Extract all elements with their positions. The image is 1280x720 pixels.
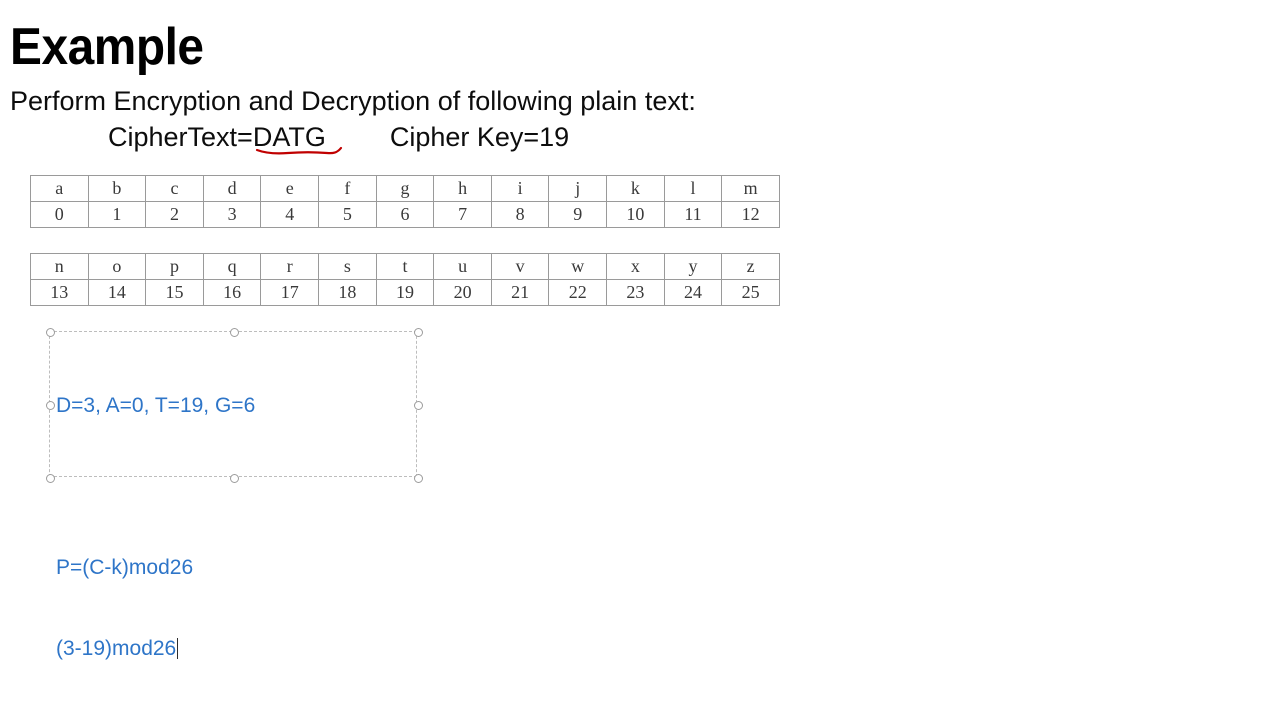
table-cell-letter: a — [30, 175, 89, 202]
table-cell-letter: j — [548, 175, 608, 202]
table-cell-number: 6 — [375, 201, 435, 228]
answer-textbox[interactable]: D=3, A=0, T=19, G=6 P=(C-k)mod26 (3-19)m… — [45, 327, 423, 660]
table-cell-letter: d — [202, 175, 262, 202]
table-cell-letter: u — [433, 253, 492, 280]
ciphertext-value: CipherText=DATG — [108, 122, 326, 152]
table-cell-number: 2 — [145, 201, 204, 228]
table-cell-number: 18 — [318, 279, 377, 306]
table-cell-number: 14 — [87, 279, 147, 306]
table-cell-letter: y — [663, 253, 723, 280]
table-cell-letter: m — [721, 175, 780, 202]
table-cell-letter: i — [490, 175, 550, 202]
answer-textbox-content[interactable]: D=3, A=0, T=19, G=6 P=(C-k)mod26 (3-19)m… — [56, 338, 412, 716]
table-row-letters: a b c d e f g h i j k l m — [30, 175, 780, 202]
answer-line-letter-values: D=3, A=0, T=19, G=6 — [56, 394, 256, 417]
table-cell-letter: s — [318, 253, 377, 280]
resize-handle-middle-right[interactable] — [413, 400, 423, 410]
page-title: Example — [10, 18, 204, 76]
table-cell-letter: o — [87, 253, 147, 280]
table-cell-number: 7 — [433, 201, 492, 228]
table-cell-number: 1 — [87, 201, 147, 228]
resize-handle-bottom-left[interactable] — [45, 473, 55, 483]
text-cursor-caret — [177, 638, 179, 659]
table-cell-letter: v — [490, 253, 550, 280]
table-cell-letter: x — [606, 253, 665, 280]
table-cell-letter: q — [202, 253, 262, 280]
table-cell-number: 11 — [663, 201, 723, 228]
answer-line-substitution: (3-19)mod26 — [56, 635, 412, 662]
table-cell-number: 9 — [548, 201, 608, 228]
table-cell-number: 20 — [433, 279, 492, 306]
cipherkey-value: Cipher Key=19 — [389, 122, 570, 152]
table-cell-letter: l — [663, 175, 723, 202]
table-cell-number: 4 — [260, 201, 320, 228]
table-cell-letter: z — [721, 253, 780, 280]
resize-handle-bottom-right[interactable] — [413, 473, 423, 483]
resize-handle-top-left[interactable] — [45, 327, 55, 337]
table-cell-number: 10 — [606, 201, 665, 228]
cipher-parameters-line: CipherText=DATG Cipher Key=19 — [108, 120, 569, 154]
table-cell-number: 15 — [145, 279, 204, 306]
alphabet-index-table-2: n o p q r s t u v w x y z 13 14 15 16 17… — [30, 253, 780, 306]
answer-line-formula: P=(C-k)mod26 — [56, 556, 194, 579]
table-cell-number: 16 — [202, 279, 262, 306]
table-cell-letter: t — [375, 253, 435, 280]
table-row-numbers: 0 1 2 3 4 5 6 7 8 9 10 11 12 — [30, 201, 780, 228]
table-cell-number: 21 — [490, 279, 550, 306]
alphabet-index-table-1: a b c d e f g h i j k l m 0 1 2 3 4 5 6 … — [30, 175, 780, 228]
table-cell-letter: w — [548, 253, 608, 280]
table-cell-letter: g — [375, 175, 435, 202]
resize-handle-top-right[interactable] — [413, 327, 423, 337]
table-cell-letter: r — [260, 253, 320, 280]
table-cell-letter: f — [318, 175, 377, 202]
table-cell-letter: n — [30, 253, 89, 280]
table-cell-number: 0 — [30, 201, 89, 228]
table-cell-number: 17 — [260, 279, 320, 306]
table-cell-number: 3 — [202, 201, 262, 228]
table-cell-letter: p — [145, 253, 204, 280]
intro-instruction-text: Perform Encryption and Decryption of fol… — [10, 86, 696, 116]
table-cell-letter: b — [87, 175, 147, 202]
table-cell-letter: h — [433, 175, 492, 202]
resize-handle-middle-left[interactable] — [45, 400, 55, 410]
table-cell-number: 24 — [663, 279, 723, 306]
answer-line-substitution-text: (3-19)mod26 — [56, 637, 177, 660]
table-cell-number: 25 — [721, 279, 780, 306]
table-cell-number: 13 — [30, 279, 89, 306]
resize-handle-bottom-center[interactable] — [229, 473, 239, 483]
table-cell-number: 8 — [490, 201, 550, 228]
table-cell-letter: k — [606, 175, 665, 202]
table-cell-number: 5 — [318, 201, 377, 228]
table-cell-number: 23 — [606, 279, 665, 306]
table-cell-letter: c — [145, 175, 204, 202]
table-cell-number: 12 — [721, 201, 780, 228]
table-cell-number: 19 — [375, 279, 435, 306]
table-cell-number: 22 — [548, 279, 608, 306]
table-row-numbers: 13 14 15 16 17 18 19 20 21 22 23 24 25 — [30, 279, 780, 306]
table-row-letters: n o p q r s t u v w x y z — [30, 253, 780, 280]
table-cell-letter: e — [260, 175, 320, 202]
resize-handle-top-center[interactable] — [229, 327, 239, 337]
